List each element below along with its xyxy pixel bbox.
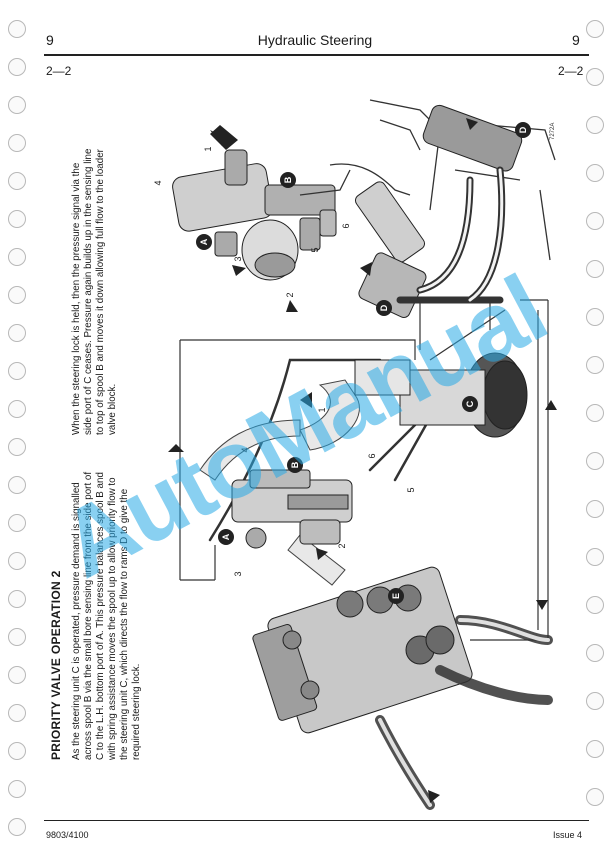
binder-hole: [8, 20, 26, 38]
binder-hole: [8, 818, 26, 836]
port-label-1-lower: 1: [317, 407, 327, 412]
binder-hole: [586, 164, 604, 182]
section-number-right: 9: [572, 32, 580, 48]
port-label-5-upper: 5: [310, 247, 320, 252]
binder-hole: [8, 324, 26, 342]
binder-hole: [586, 692, 604, 710]
binder-hole: [586, 452, 604, 470]
port-label-1-upper: 1: [203, 146, 213, 151]
binder-hole: [8, 552, 26, 570]
callout-d-right: D: [518, 126, 528, 133]
binder-hole: [8, 172, 26, 190]
binder-hole: [8, 780, 26, 798]
binder-hole: [586, 260, 604, 278]
binder-hole: [8, 58, 26, 76]
binder-hole: [8, 400, 26, 418]
binder-hole: [8, 628, 26, 646]
binder-hole: [586, 404, 604, 422]
port-label-5-lower: 5: [406, 487, 416, 492]
binder-hole: [586, 740, 604, 758]
callout-a-lower: A: [221, 533, 231, 540]
port-label-2-lower: 2: [337, 543, 347, 548]
port-label-6-lower: 6: [367, 453, 377, 458]
binder-hole: [8, 514, 26, 532]
port-label-3-upper: 3: [233, 256, 243, 261]
binder-hole: [586, 788, 604, 806]
binder-hole: [8, 438, 26, 456]
binder-hole: [8, 286, 26, 304]
callout-e: E: [391, 593, 401, 599]
binder-hole: [586, 212, 604, 230]
binder-hole: [586, 116, 604, 134]
binder-hole: [586, 596, 604, 614]
callout-b-upper: B: [283, 176, 293, 183]
binder-hole: [8, 134, 26, 152]
header-rule: [44, 54, 589, 56]
callout-a-upper: A: [199, 238, 209, 245]
section-number-left: 9: [46, 32, 54, 48]
binder-hole: [8, 476, 26, 494]
page-ref-right: 2—2: [558, 64, 584, 78]
figure-ref: 7272A: [550, 123, 556, 140]
port-label-2-upper: 2: [285, 292, 295, 297]
doc-number: 9803/4100: [46, 830, 89, 840]
binder-hole: [8, 96, 26, 114]
callout-b-lower: B: [290, 461, 300, 468]
callout-d-left: D: [379, 304, 389, 311]
binder-hole: [586, 20, 604, 38]
callout-c: C: [465, 400, 475, 407]
port-label-4-upper: 4: [153, 180, 163, 185]
binder-hole: [8, 362, 26, 380]
binder-hole: [586, 500, 604, 518]
port-label-4-lower: 4: [240, 447, 250, 452]
binder-hole: [8, 248, 26, 266]
port-label-3-lower: 3: [233, 571, 243, 576]
binder-hole: [8, 704, 26, 722]
binder-hole: [8, 742, 26, 760]
binder-holes-right: [586, 20, 606, 850]
binder-hole: [8, 590, 26, 608]
port-label-6-upper: 6: [341, 223, 351, 228]
footer-rule: [44, 820, 589, 821]
binder-hole: [586, 548, 604, 566]
binder-hole: [8, 210, 26, 228]
binder-hole: [586, 356, 604, 374]
binder-hole: [586, 308, 604, 326]
page-ref-left: 2—2: [46, 64, 72, 78]
issue-number: Issue 4: [553, 830, 583, 840]
binder-hole: [586, 68, 604, 86]
page-title: Hydraulic Steering: [257, 32, 373, 48]
binder-hole: [586, 644, 604, 662]
binder-hole: [8, 666, 26, 684]
binder-holes-left: [8, 20, 28, 850]
